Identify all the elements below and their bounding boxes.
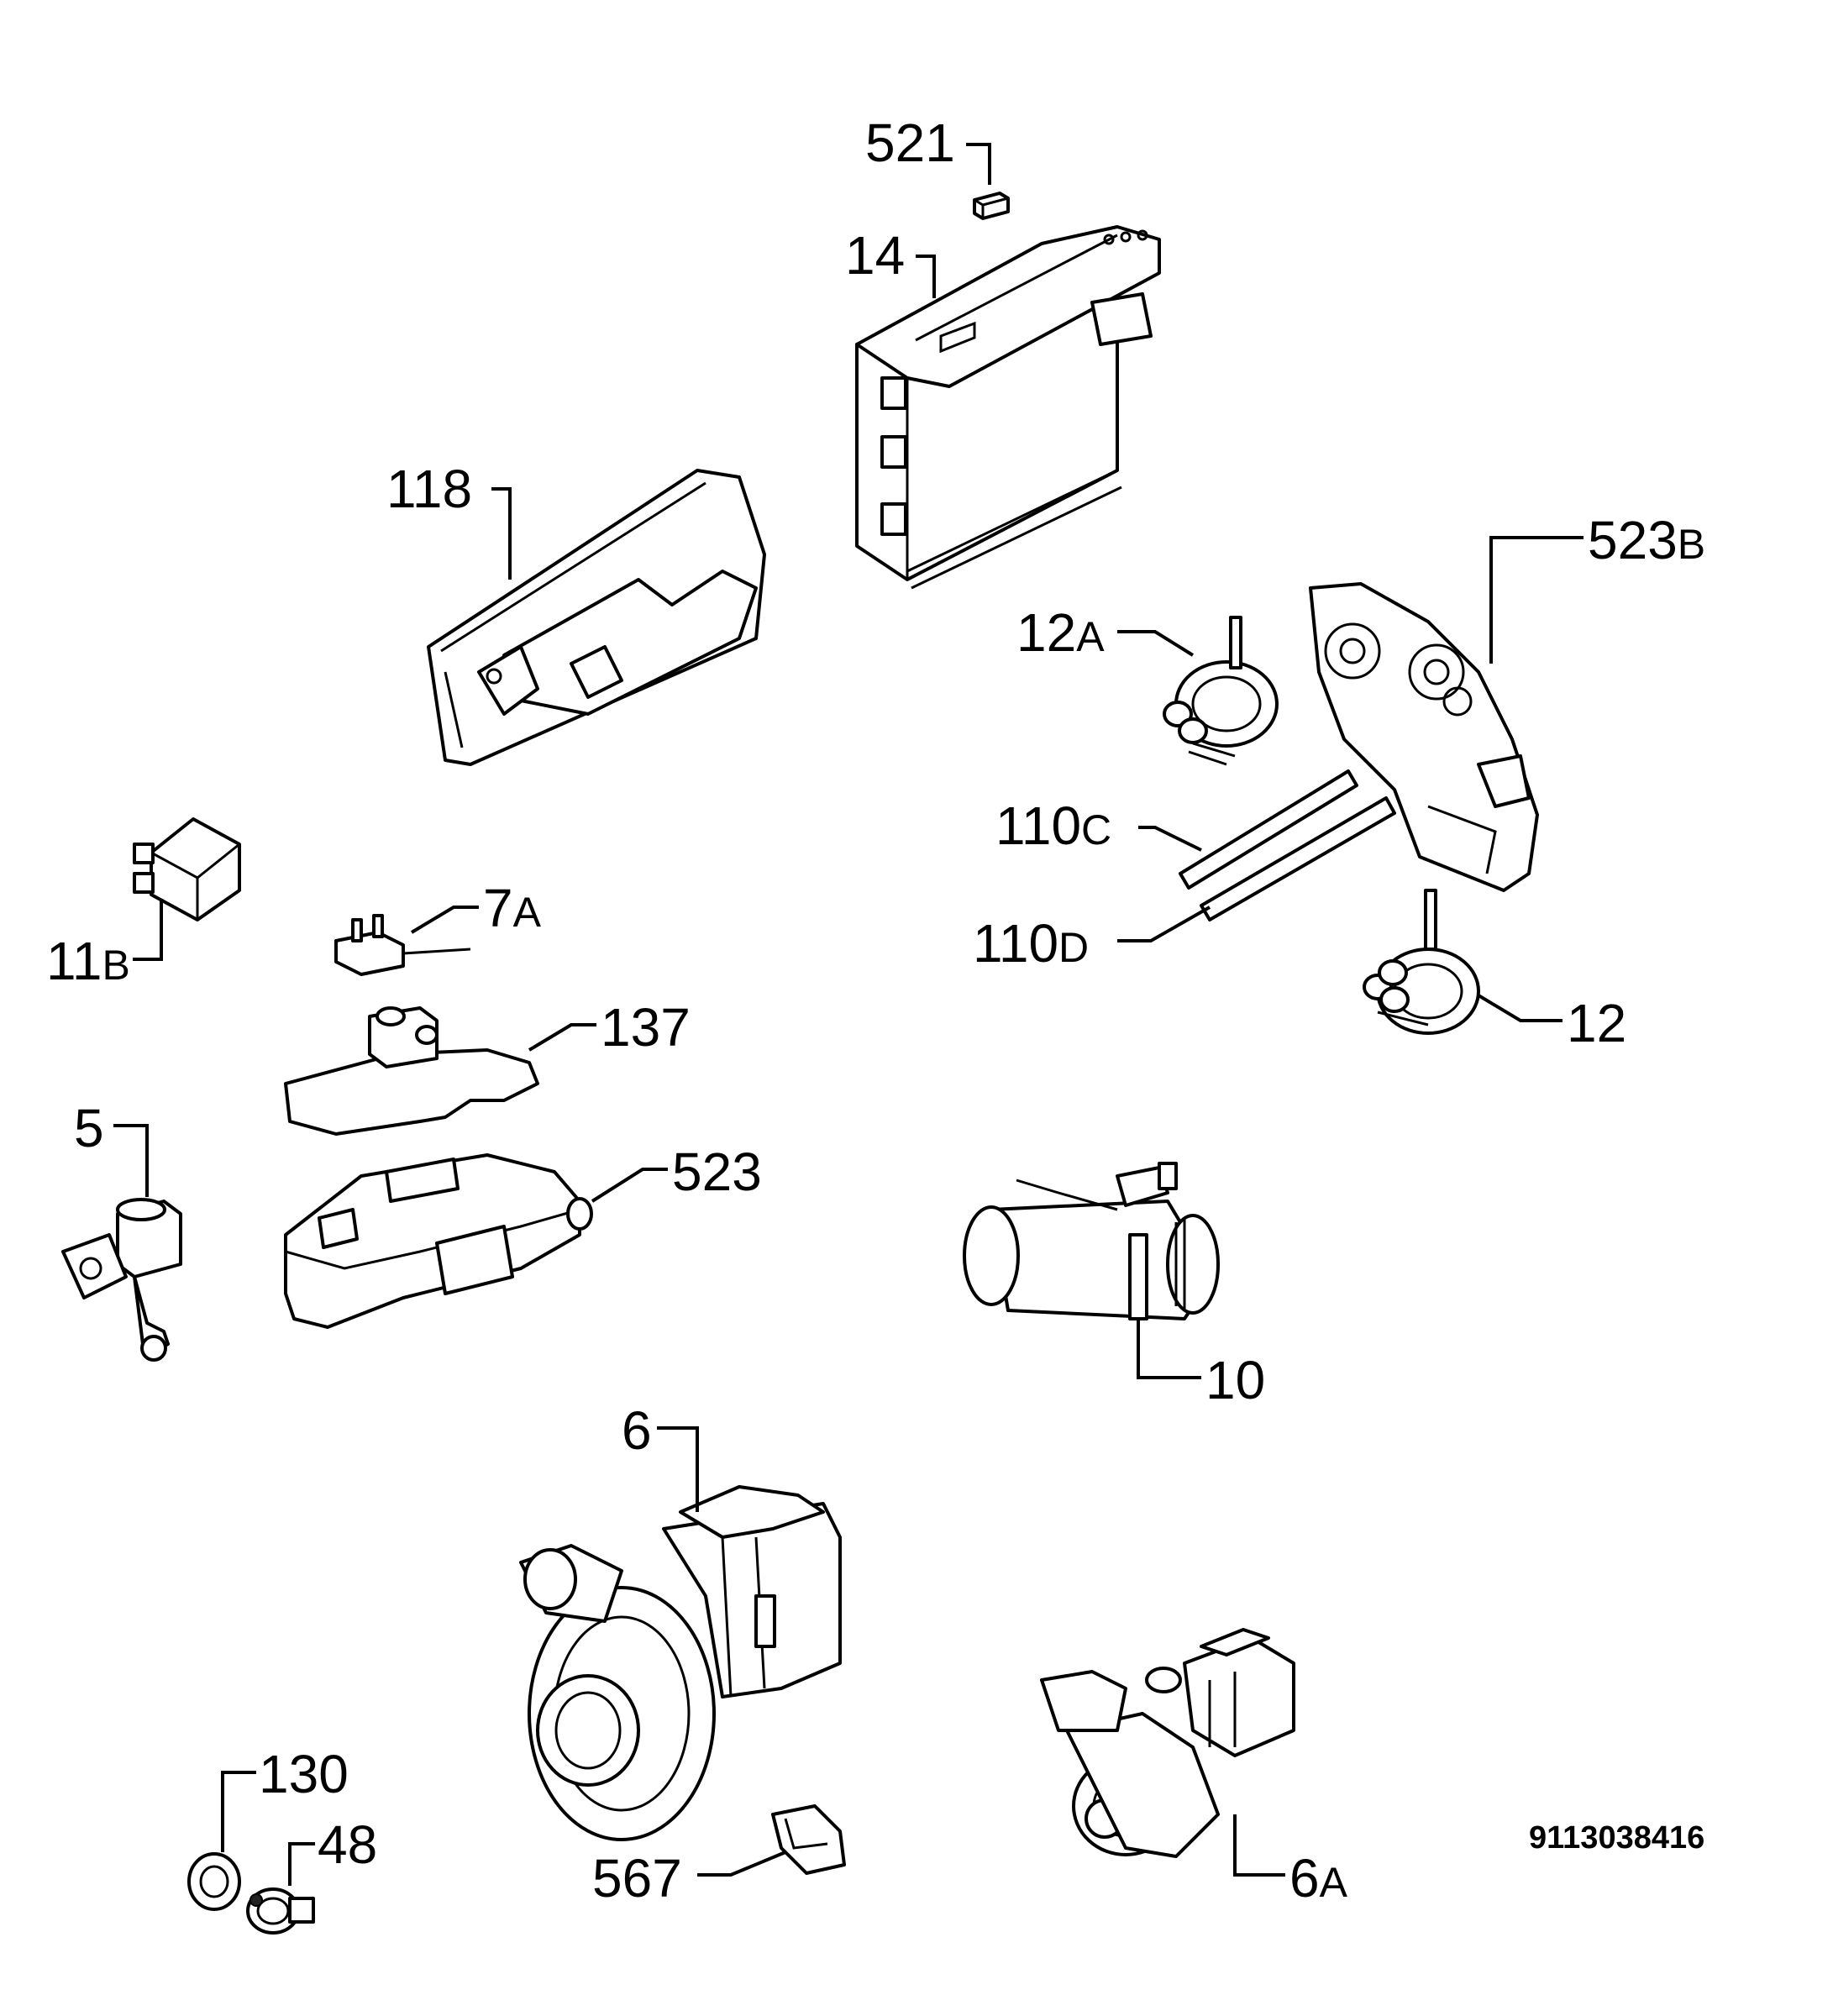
label-7a: 7A <box>483 878 542 938</box>
part-12a-pressure-switch <box>1163 616 1279 766</box>
leader-12 <box>1477 994 1563 1022</box>
leader-110d <box>1117 906 1211 942</box>
leader-521 <box>966 143 991 185</box>
label-523b-suffix: B <box>1678 521 1705 568</box>
part-5-inlet-valve <box>61 1198 182 1362</box>
leader-137 <box>528 1023 596 1052</box>
leader-7a <box>410 906 479 934</box>
label-12a-main: 12 <box>1016 602 1076 663</box>
leader-110c <box>1138 826 1202 852</box>
label-14: 14 <box>845 225 905 286</box>
label-11b-main: 11 <box>46 931 102 991</box>
label-110c: 110C <box>995 795 1111 856</box>
label-567: 567 <box>592 1848 682 1908</box>
label-6: 6 <box>622 1400 652 1461</box>
label-110c-suffix: C <box>1081 806 1111 853</box>
leader-11b <box>133 899 163 961</box>
part-7a-switch <box>334 914 471 976</box>
label-6a: 6A <box>1289 1848 1348 1908</box>
label-523b-main: 523 <box>1588 510 1678 570</box>
part-10-heater <box>963 1162 1220 1320</box>
part-523b-bracket <box>1309 582 1539 892</box>
leader-5 <box>113 1124 149 1197</box>
leader-6 <box>657 1426 699 1512</box>
label-110c-main: 110 <box>995 795 1081 856</box>
part-11b-relay <box>133 817 241 921</box>
part-567-clip <box>771 1804 846 1875</box>
leader-14 <box>916 255 936 298</box>
label-7a-main: 7 <box>483 878 513 938</box>
part-130-gasket <box>187 1852 241 1911</box>
label-523b: 523B <box>1588 510 1705 570</box>
label-110d-suffix: D <box>1058 924 1089 971</box>
leader-6a <box>1233 1814 1285 1877</box>
part-14-control-module <box>855 225 1161 590</box>
leader-12a <box>1117 630 1195 657</box>
part-6a-drain-pump <box>1040 1628 1295 1858</box>
part-137-cover <box>284 1006 539 1136</box>
label-130: 130 <box>259 1744 349 1804</box>
label-12: 12 <box>1567 993 1626 1053</box>
leader-118 <box>491 487 512 580</box>
label-12a-suffix: A <box>1076 613 1105 660</box>
leader-567 <box>697 1851 786 1877</box>
part-118-housing <box>427 469 766 766</box>
part-12-pressure-switch <box>1363 889 1480 1035</box>
leader-130 <box>221 1771 256 1852</box>
part-523-base <box>284 1153 593 1329</box>
leader-10 <box>1137 1319 1201 1379</box>
label-6a-suffix: A <box>1320 1859 1348 1906</box>
leader-523b <box>1489 536 1584 664</box>
part-521-connector <box>973 192 1010 220</box>
label-48: 48 <box>318 1814 377 1875</box>
part-110d-hose <box>1200 796 1396 921</box>
label-110d-main: 110 <box>973 913 1058 974</box>
label-12a: 12A <box>1016 602 1105 663</box>
label-110d: 110D <box>973 913 1089 974</box>
leader-523 <box>591 1168 668 1203</box>
label-6a-main: 6 <box>1289 1848 1320 1908</box>
document-id: 9113038416 <box>1529 1820 1704 1856</box>
label-7a-suffix: A <box>513 889 542 936</box>
label-5: 5 <box>74 1098 104 1158</box>
part-48-sensor <box>246 1887 315 1935</box>
leader-48 <box>288 1842 315 1886</box>
label-11b: 11B <box>46 931 130 991</box>
part-6-circulation-pump <box>519 1485 842 1841</box>
label-137: 137 <box>601 997 691 1058</box>
label-11b-suffix: B <box>102 942 129 989</box>
label-118: 118 <box>386 459 472 519</box>
part-110c-hose <box>1179 769 1358 890</box>
label-521: 521 <box>865 113 955 173</box>
label-10: 10 <box>1205 1350 1265 1410</box>
label-523: 523 <box>672 1142 762 1202</box>
